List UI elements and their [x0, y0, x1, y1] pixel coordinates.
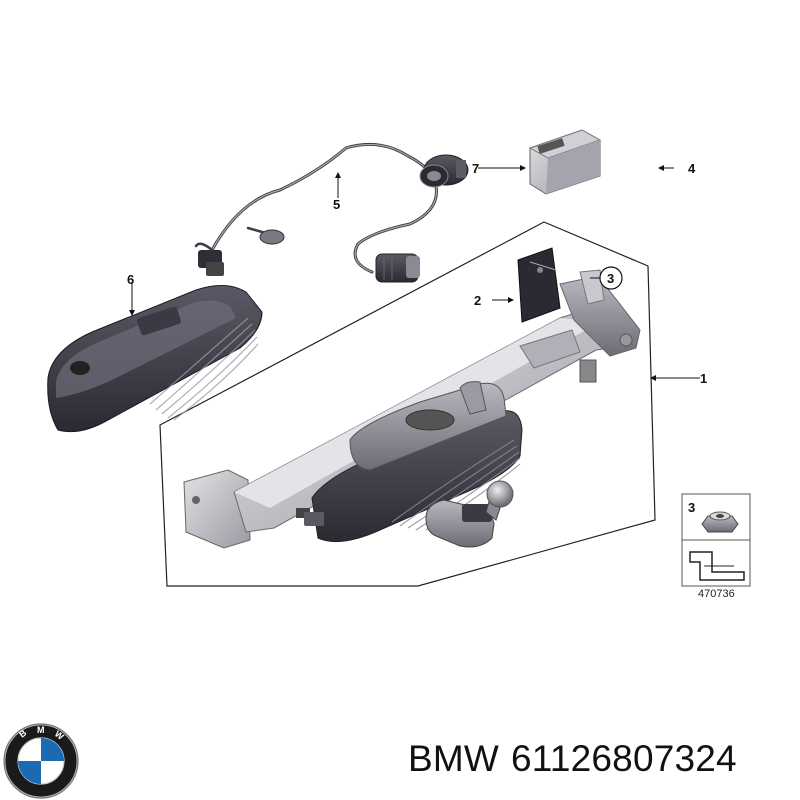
callout-4: 4: [688, 161, 696, 176]
svg-text:B: B: [17, 727, 29, 739]
svg-text:M: M: [37, 725, 45, 735]
footer-part-number: 61126807324: [511, 738, 737, 779]
reference-arrow-icon: [689, 551, 745, 581]
legend-callout-3: 3: [688, 500, 695, 515]
callout-7: 7: [472, 161, 479, 176]
callout-5: 5: [333, 197, 340, 212]
flange-nut-icon: [701, 511, 739, 533]
part-7-control-module: [528, 129, 602, 195]
legend-box: 3 470736: [681, 493, 751, 600]
callout-3-circle: [599, 266, 623, 290]
part-6-cover: [47, 285, 263, 433]
diagram-reference-number: 470736: [698, 588, 735, 600]
part-2-gasket: [517, 247, 561, 323]
callout-6: 6: [127, 272, 134, 287]
callout-2: 2: [474, 293, 481, 308]
assembly-frame: [159, 221, 656, 587]
callout-arrowheads: [129, 165, 664, 381]
bmw-logo: B M W: [3, 723, 79, 799]
footer-brand: BMW: [408, 738, 500, 779]
part-5-wiring-harness: [194, 142, 438, 283]
callout-1: 1: [700, 371, 707, 386]
part-1-towbar-assembly: [183, 269, 641, 549]
part-4-socket: [419, 154, 469, 188]
footer-caption: BMW 61126807324: [408, 738, 737, 780]
callout-3: 3: [607, 271, 614, 286]
